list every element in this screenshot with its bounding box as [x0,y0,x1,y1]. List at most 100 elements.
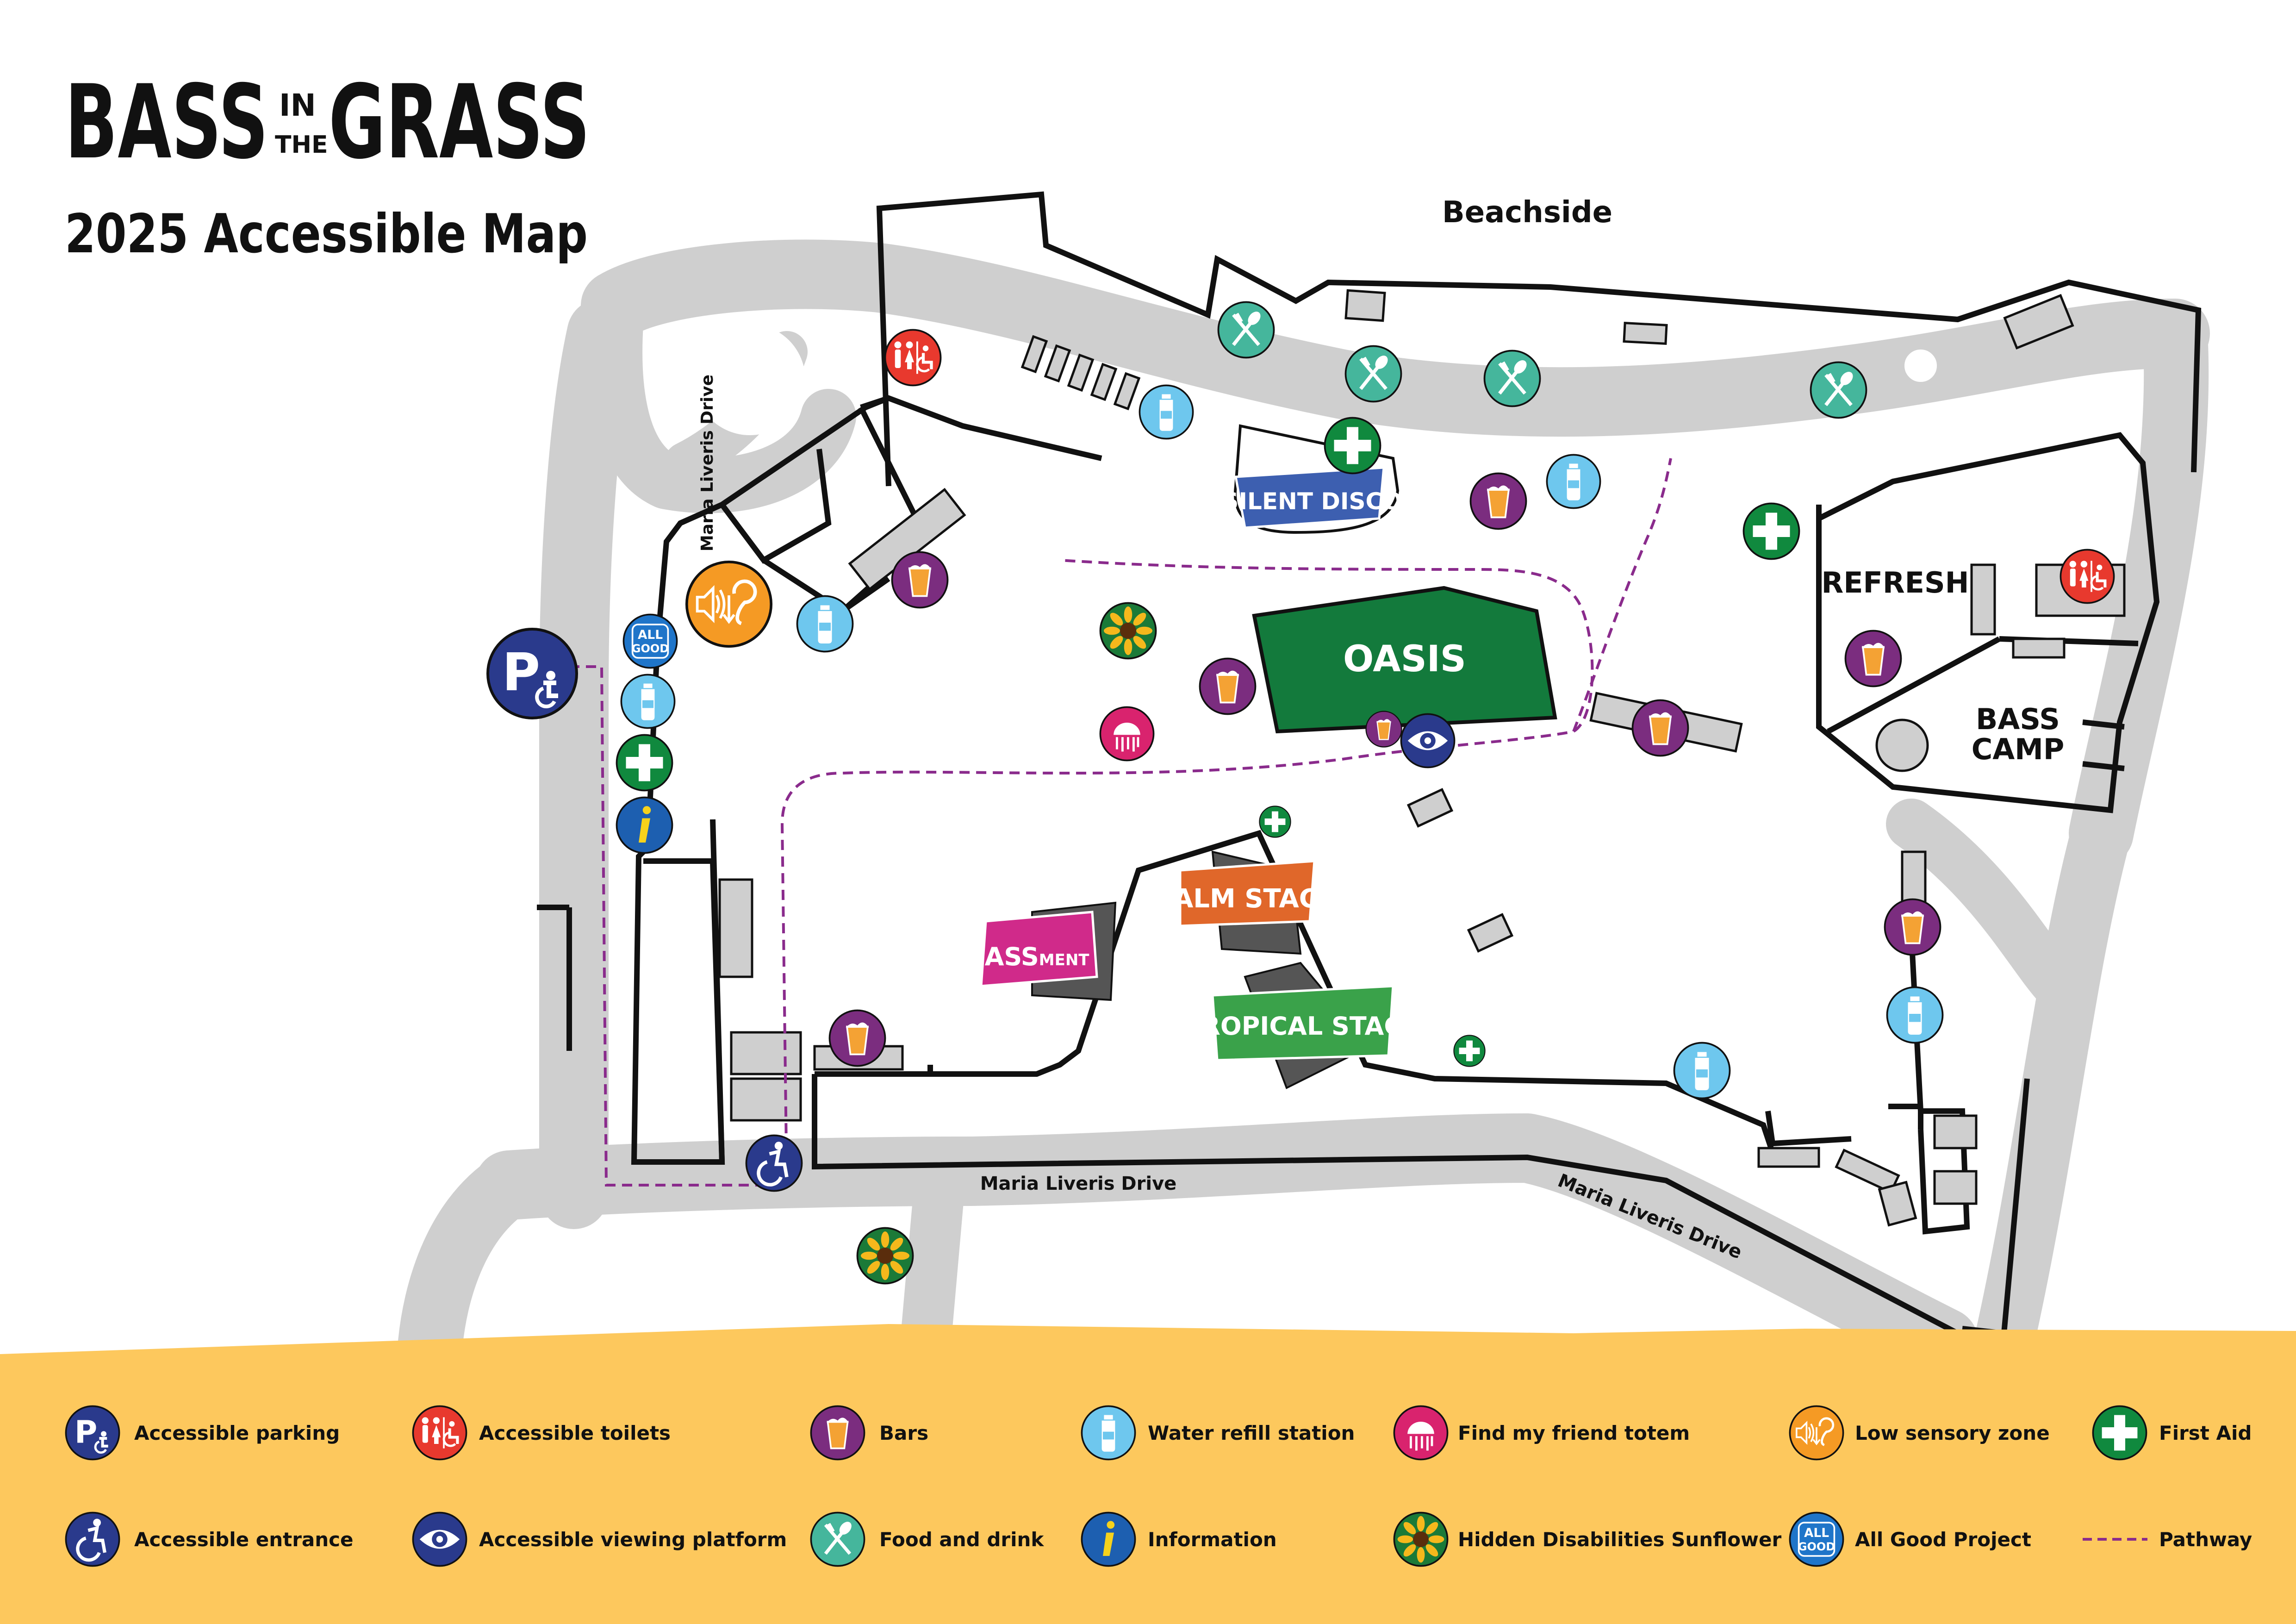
food-drink-icon[interactable] [1485,351,1540,406]
legend-item: Find my friend totem [1394,1406,1690,1459]
legend-item: All Good Project [1789,1512,2031,1567]
roundabout-island [694,324,805,435]
legend-label: Accessible viewing platform [479,1528,787,1551]
legend-item: Accessible entrance [66,1512,354,1566]
tropical-stage: TROPICAL STAGE [1184,962,1422,1089]
refresh-label: REFRESH [1821,566,1969,600]
map-title: 2025 Accessible Map [65,203,588,265]
road-south-label: Maria Liveris Drive [980,1173,1177,1194]
viewing-platform-icon [412,1512,467,1567]
beachside-label: Beachside [1442,195,1612,230]
bar-icon[interactable] [828,1009,886,1067]
bar-icon[interactable] [891,551,949,609]
legend-label: Water refill station [1148,1422,1355,1444]
legend-item: Hidden Disabilities Sunflower [1393,1512,1781,1567]
legend-label: Accessible toilets [479,1422,671,1444]
legend-item: Water refill station [1081,1405,1355,1461]
first-aid-icon[interactable] [1259,806,1291,838]
oasis-label: OASIS [1343,638,1466,680]
bass-camp-dome [1875,718,1929,772]
oasis-stage: OASIS [1252,586,1557,734]
brand-logo-the: THE [275,131,328,159]
accessible-toilets-icon[interactable] [885,330,941,386]
legend-label: Bars [879,1422,928,1444]
food-drink-icon [811,1512,864,1566]
water-refill-icon[interactable] [1673,1042,1731,1099]
bar-icon[interactable] [1469,472,1527,530]
brand-logo-left: BASS [65,63,268,181]
legend-label: Pathway [2159,1528,2252,1551]
road-south-spur [900,1160,965,1368]
information-icon [1081,1512,1136,1567]
bar-icon[interactable] [1365,711,1402,748]
bar-icon [810,1405,865,1461]
food-drink-icon[interactable] [1219,302,1274,358]
palm-stage-label: PALM STAGE [1157,884,1338,914]
first-aid-icon[interactable] [1324,417,1381,475]
bar-icon[interactable] [1631,699,1689,757]
food-drink-icon[interactable] [1811,362,1867,418]
water-refill-icon [1081,1405,1136,1461]
silent-disco-label: SILENT DISCO [1222,488,1402,515]
legend-background [0,1324,2296,1624]
sunflower-icon[interactable] [1099,602,1157,660]
legend-item: Information [1081,1512,1277,1567]
road-east-branch [1886,799,2080,1007]
bar-icon[interactable] [1844,630,1902,687]
water-refill-icon[interactable] [1139,384,1194,440]
accessible-entrance-icon [66,1512,119,1566]
legend-label: First Aid [2159,1422,2252,1444]
tropical-stage-label: TROPICAL STAGE [1184,1012,1421,1041]
low-sensory-icon[interactable] [687,562,771,646]
legend-item: Food and drink [811,1512,1044,1566]
bassment-stage: BASSMENT [965,901,1117,1001]
road-west [539,299,636,1229]
roundabout-east [1895,340,1946,391]
first-aid-icon[interactable] [616,734,673,792]
palm-stage: PALM STAGE [1157,850,1338,955]
stages: SILENT DISCO OASIS PALM STAGE TROPICAL S… [965,424,1557,1089]
brand-logo-right: GRASS [329,63,590,181]
viewing-platform-icon[interactable] [1400,713,1456,768]
legend-item: Accessible viewing platform [412,1512,787,1567]
bass-camp-label-line1: BASS [1976,702,2060,736]
bar-icon[interactable] [1199,657,1257,715]
legend-label: Accessible entrance [134,1528,354,1551]
legend-label: Hidden Disabilities Sunflower [1458,1528,1781,1551]
header: BASS IN THE GRASS 2025 Accessible Map [65,63,590,265]
bassment-label: BASSMENT [965,942,1089,971]
legend-item: Pathway [2083,1528,2252,1551]
legend-label: Low sensory zone [1855,1422,2050,1444]
road-west-loop [587,296,856,513]
brand-logo-in: IN [279,87,316,123]
water-refill-icon[interactable] [620,674,676,729]
road-southwest-spur [398,1153,541,1375]
accessible-entrance-icon[interactable] [747,1136,802,1191]
information-icon[interactable] [616,796,673,854]
bar-icon[interactable] [1884,898,1941,956]
water-refill-icon[interactable] [1886,986,1944,1044]
roads [398,239,2210,1377]
first-aid-icon[interactable] [1453,1035,1486,1067]
legend-item: Accessible toilets [413,1406,671,1459]
legend-item: First Aid [2092,1405,2252,1461]
food-drink-icon[interactable] [1346,346,1401,402]
sunflower-icon[interactable] [856,1227,914,1285]
legend-label: Food and drink [879,1528,1044,1551]
all-good-icon[interactable] [622,613,678,669]
legend-label: Information [1148,1528,1277,1551]
legend: Accessible parking Accessible toilets Ba… [0,1324,2296,1624]
legend-label: Find my friend totem [1458,1422,1690,1444]
friend-totem-icon[interactable] [1100,707,1153,760]
first-aid-icon[interactable] [1742,502,1800,560]
water-refill-icon[interactable] [796,595,854,653]
all-good-icon [1789,1512,1844,1567]
legend-label: All Good Project [1855,1528,2031,1551]
accessible-toilets-icon[interactable] [2060,550,2114,603]
accessible-parking-icon[interactable] [488,629,577,718]
legend-item: Accessible parking [66,1406,340,1459]
legend-item: Low sensory zone [1790,1406,2050,1459]
water-refill-icon[interactable] [1546,454,1601,509]
legend-item: Bars [810,1405,928,1461]
